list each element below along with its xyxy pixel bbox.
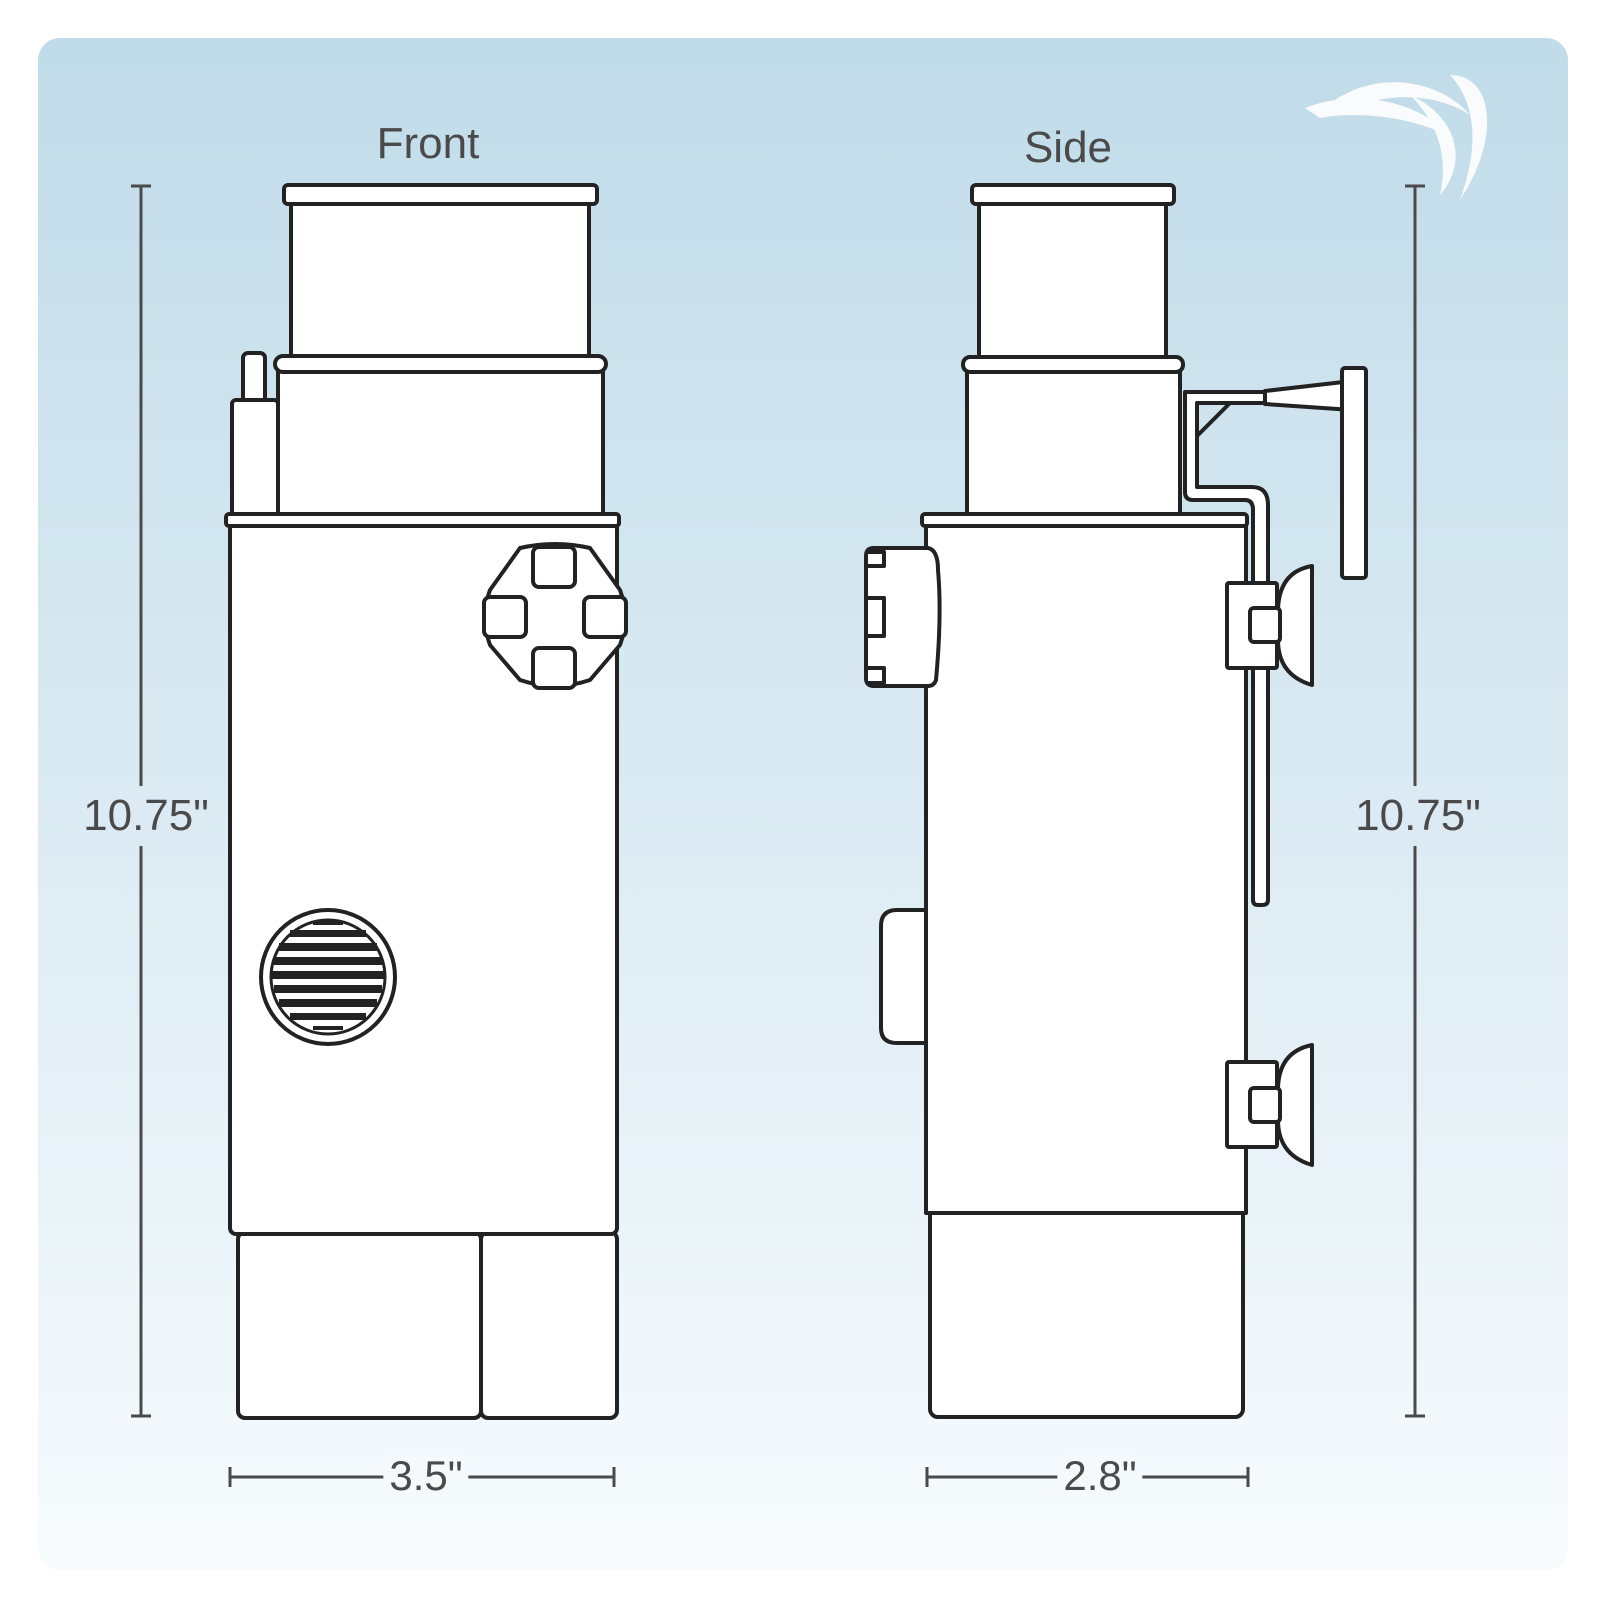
front-view-drawing bbox=[224, 183, 628, 1420]
side-intake-profile bbox=[879, 908, 928, 1045]
side-cap bbox=[970, 183, 1176, 206]
front-body-rim bbox=[224, 512, 621, 528]
side-main-body bbox=[924, 518, 1248, 1215]
side-lower-cup bbox=[965, 363, 1182, 519]
front-side-column bbox=[230, 398, 280, 519]
side-suction-cup-lower bbox=[1225, 1043, 1314, 1167]
side-view-drawing bbox=[864, 183, 1368, 1419]
front-upper-cup bbox=[289, 198, 591, 362]
side-mid-rim bbox=[961, 355, 1185, 374]
side-width-label: 2.8" bbox=[1057, 1455, 1143, 1497]
side-height-label: 10.75" bbox=[1355, 786, 1481, 846]
front-intake-grill bbox=[259, 908, 397, 1046]
front-view-title: Front bbox=[376, 119, 480, 168]
front-cap bbox=[282, 183, 599, 206]
side-view-title: Side bbox=[1023, 123, 1113, 172]
front-height-label: 10.75" bbox=[83, 786, 209, 846]
side-knob-profile bbox=[864, 546, 942, 688]
front-lower-cup bbox=[276, 366, 605, 519]
wave-logo-icon bbox=[1305, 75, 1488, 200]
front-width-label: 3.5" bbox=[383, 1455, 469, 1497]
side-upper-cup bbox=[977, 198, 1168, 362]
side-body-rim bbox=[920, 512, 1249, 528]
front-mid-rim bbox=[273, 354, 608, 374]
front-side-tube bbox=[241, 351, 267, 407]
side-suction-cup-upper bbox=[1225, 564, 1314, 687]
front-base-right bbox=[479, 1230, 619, 1420]
front-base-left bbox=[236, 1230, 483, 1420]
side-base bbox=[928, 1203, 1245, 1419]
front-knob bbox=[482, 542, 628, 690]
side-hanger-bracket bbox=[1183, 366, 1368, 907]
